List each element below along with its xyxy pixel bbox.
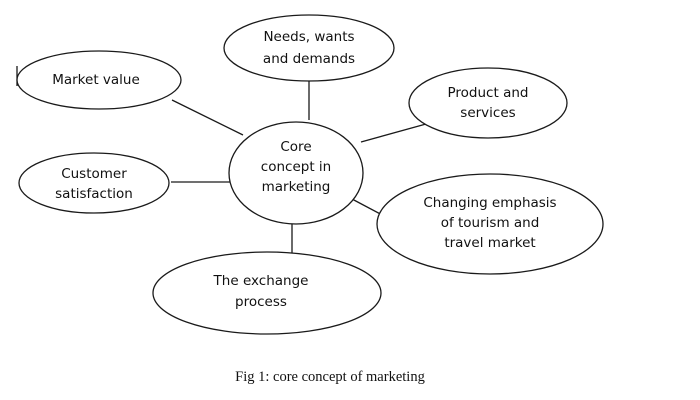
connector-market — [171, 99, 244, 136]
node-product-line-1: Product and — [448, 85, 529, 101]
node-market-line-1: Market value — [52, 72, 140, 88]
node-exchange-process: The exchange process — [152, 251, 382, 335]
node-changing-emphasis: Changing emphasis of tourism and travel … — [376, 173, 604, 275]
node-needs-line-1: Needs, wants — [263, 29, 354, 45]
node-core-concept-line-2: concept in — [261, 159, 331, 175]
node-exchange-line-1: The exchange — [213, 273, 309, 289]
node-core-concept-line-3: marketing — [262, 179, 331, 195]
node-product-services: Product and services — [408, 67, 568, 139]
figure-caption: Fig 1: core concept of marketing — [235, 369, 425, 385]
node-changing-line-1: Changing emphasis — [423, 195, 556, 211]
node-needs-line-2: and demands — [263, 51, 355, 67]
node-customer-line-2: satisfaction — [55, 186, 133, 202]
node-exchange-line-2: process — [235, 294, 287, 310]
node-changing-line-2: of tourism and — [441, 215, 540, 231]
connector-product — [360, 123, 427, 143]
node-customer-line-1: Customer — [61, 166, 127, 182]
node-core-concept: Core concept in marketing — [228, 121, 364, 225]
node-product-line-2: services — [460, 105, 515, 121]
node-needs-wants-demands: Needs, wants and demands — [223, 14, 395, 82]
node-customer-satisfaction: Customer satisfaction — [18, 152, 170, 214]
node-changing-line-3: travel market — [444, 235, 535, 251]
node-market-value: Market value — [16, 50, 182, 110]
node-core-concept-line-1: Core — [280, 139, 311, 155]
